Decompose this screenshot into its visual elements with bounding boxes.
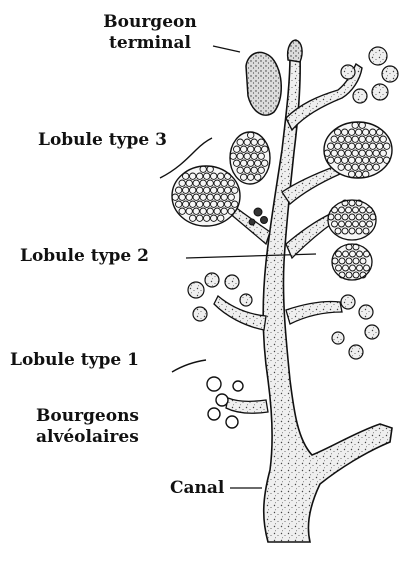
branch-right-lobule2 <box>286 214 334 258</box>
bourgeon-terminal-line1: Bourgeon <box>95 12 205 33</box>
branch-right-lower <box>286 301 342 324</box>
branch-left-alveolar <box>226 398 268 413</box>
lobule-type-3-left <box>172 166 240 226</box>
bourgeon-terminal-label: Bourgeon terminal <box>95 12 205 54</box>
duct-junction-detail <box>249 208 268 225</box>
canal-label: Canal <box>170 478 224 499</box>
bud-cluster-upper-right <box>341 47 398 103</box>
bourgeons-alveolaires-label: Bourgeons alvéolaires <box>36 406 139 448</box>
lobule-type-3-label: Lobule type 3 <box>38 130 167 151</box>
bourgeon-terminal-line2: terminal <box>95 33 205 54</box>
lobule-type-3-right <box>324 122 392 178</box>
lobule-type-2 <box>328 200 376 280</box>
lobule-type-2-label: Lobule type 2 <box>20 246 149 267</box>
terminal-bud-top <box>288 40 302 62</box>
bourgeons-alveolaires-line2: alvéolaires <box>36 427 139 448</box>
terminal-bud <box>246 52 281 115</box>
lobule2-pointer <box>186 254 316 258</box>
lobule-type-3-center <box>230 132 270 184</box>
terminal-pointer <box>213 46 240 52</box>
bourgeons-alveolaires-line1: Bourgeons <box>36 406 139 427</box>
lobule1-pointer <box>172 360 206 372</box>
lobule-type-1-label: Lobule type 1 <box>10 350 139 371</box>
